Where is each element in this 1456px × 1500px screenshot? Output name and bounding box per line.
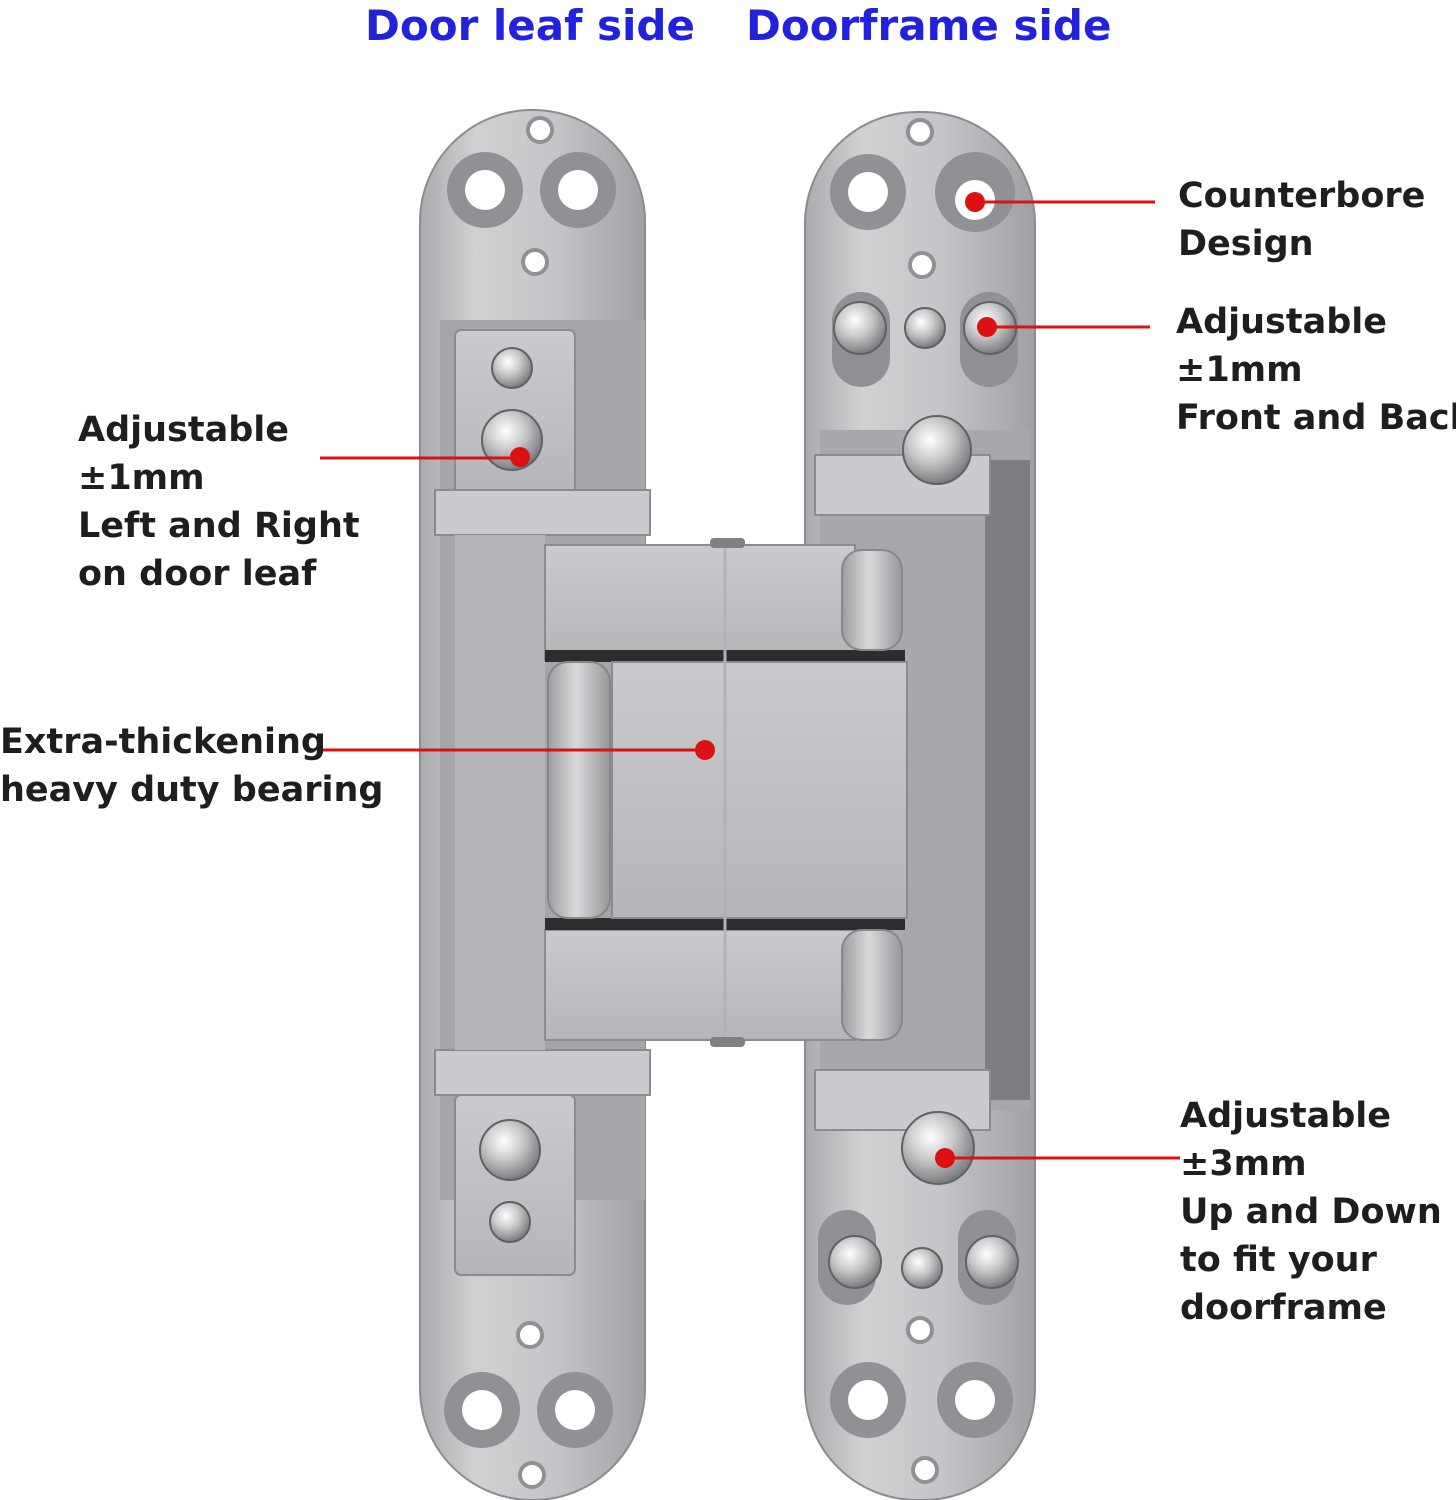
callout-adjustable-front-back: Adjustable ±1mm Front and Back <box>1176 298 1456 442</box>
callout-counterbore-design: Counterbore Design <box>1178 172 1425 268</box>
bearing-body <box>544 538 908 1047</box>
callout-line: Design <box>1178 224 1314 264</box>
callout-line: Front and Back <box>1176 398 1456 438</box>
callout-heavy-duty-bearing: Extra-thickening heavy duty bearing <box>0 718 383 814</box>
callout-line: heavy duty bearing <box>0 770 384 810</box>
callout-line: to fit your <box>1180 1240 1377 1280</box>
callout-line: ±3mm <box>1180 1144 1307 1184</box>
callout-line: Adjustable <box>1176 302 1388 342</box>
callout-line: Extra-thickening <box>0 722 326 762</box>
callout-line: on door leaf <box>78 554 317 594</box>
callout-line: doorframe <box>1180 1288 1387 1328</box>
callout-line: Up and Down <box>1180 1192 1442 1232</box>
callout-line: Counterbore <box>1178 176 1426 216</box>
callout-line: Left and Right <box>78 506 360 546</box>
callout-adjustable-up-down: Adjustable ±3mm Up and Down to fit your … <box>1180 1092 1442 1332</box>
callout-line: Adjustable <box>78 410 290 450</box>
callout-line: ±1mm <box>78 458 205 498</box>
door-leaf-side-title: Door leaf side <box>365 1 695 50</box>
leader-lines <box>320 192 1180 1168</box>
doorframe-side-title: Doorframe side <box>746 1 1112 50</box>
callout-adjustable-left-right: Adjustable ±1mm Left and Right on door l… <box>78 406 360 598</box>
callout-line: ±1mm <box>1176 350 1303 390</box>
callout-line: Adjustable <box>1180 1096 1392 1136</box>
